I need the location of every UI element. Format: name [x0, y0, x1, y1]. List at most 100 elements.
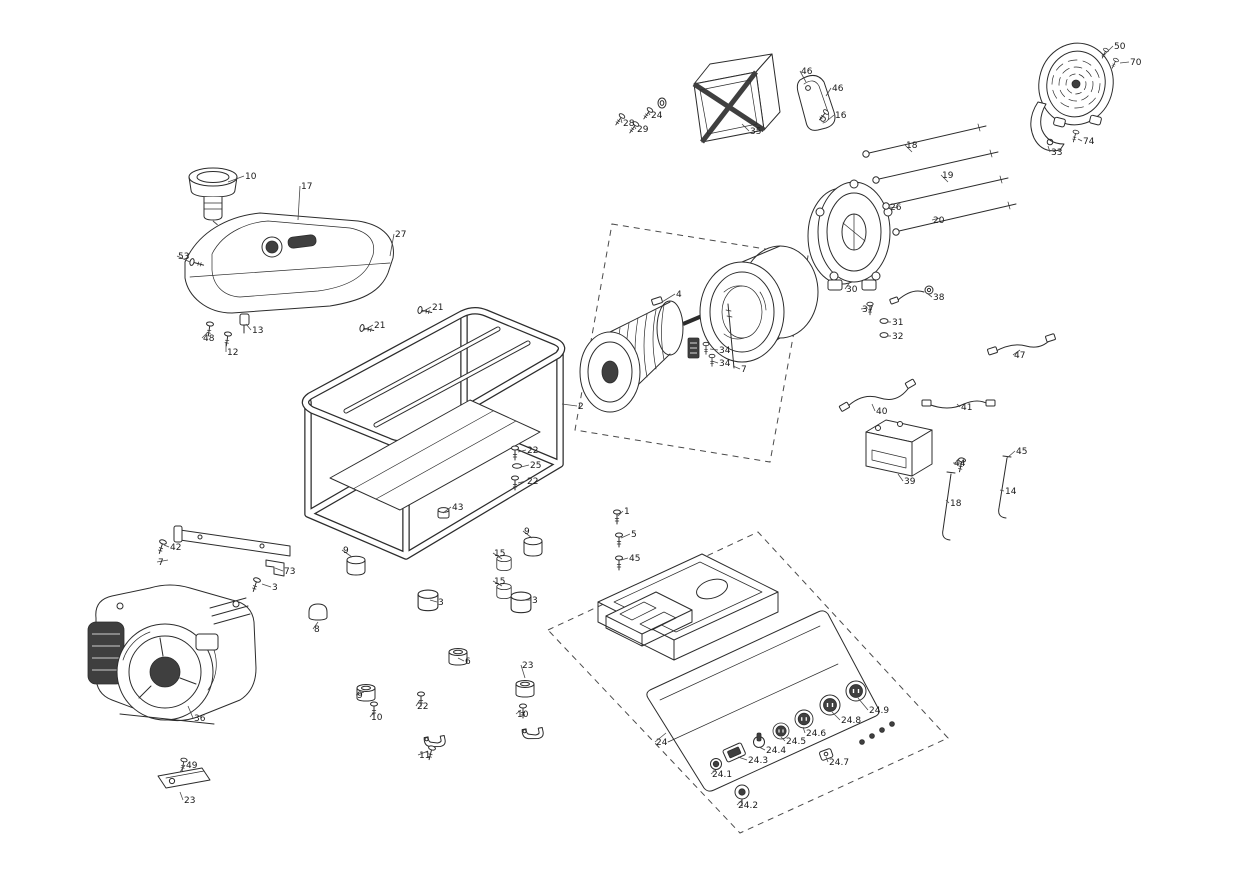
callout-47: 47	[1014, 351, 1025, 361]
callout-24.9: 24.9	[869, 706, 889, 716]
callout-leader	[931, 217, 941, 221]
callout-leader	[904, 144, 913, 153]
callout-leader	[355, 691, 365, 696]
callout-leader	[187, 705, 194, 719]
callout-leader	[736, 799, 743, 806]
callout-leader	[711, 360, 719, 364]
rods	[942, 455, 1012, 541]
callout-39: 39	[904, 477, 916, 487]
callout-24.7: 24.7	[829, 758, 849, 768]
callout-1: 1	[624, 507, 630, 517]
callout-35: 35	[750, 127, 761, 137]
callout-leader	[758, 746, 766, 751]
callout-leader	[245, 323, 252, 331]
callout-24: 24	[656, 738, 668, 748]
end-cover-hardware	[866, 285, 934, 338]
callout-24.2: 24.2	[738, 801, 758, 811]
callout-leader	[827, 114, 835, 121]
air-box	[612, 53, 781, 144]
j-bracket	[1030, 101, 1080, 152]
callout-21: 21	[432, 303, 443, 313]
callout-46: 46	[801, 67, 813, 77]
fuel-tank	[184, 212, 394, 347]
callout-leader	[999, 489, 1005, 492]
callout-leader	[520, 664, 526, 679]
callout-25: 25	[530, 461, 541, 471]
rotor-stator-group	[574, 223, 819, 463]
callout-45: 45	[629, 554, 640, 564]
callout-leader	[156, 559, 169, 563]
callout-38: 38	[933, 293, 945, 303]
small-bracket	[157, 757, 211, 789]
callout-24.8: 24.8	[841, 716, 861, 726]
callout-leader	[227, 175, 245, 183]
callout-14: 14	[1005, 487, 1017, 497]
callout-leader	[737, 756, 748, 761]
fan-cover	[1038, 42, 1120, 128]
hook-bracket	[796, 75, 836, 131]
wire-harnesses	[838, 333, 1056, 412]
end-cover	[807, 179, 893, 291]
callout-leader	[417, 750, 429, 756]
callout-leader	[860, 307, 869, 310]
callout-leader	[732, 365, 741, 370]
callout-24.6: 24.6	[806, 729, 826, 739]
callout-leader	[633, 125, 637, 130]
panel-loose-parts	[734, 748, 834, 807]
callout-leader	[825, 756, 829, 763]
callout-31: 31	[892, 318, 903, 328]
callout-23: 23	[184, 796, 195, 806]
callout-18: 18	[906, 141, 918, 151]
callout-27: 27	[395, 230, 406, 240]
callout-20: 20	[933, 216, 945, 226]
callout-leader	[297, 185, 301, 221]
callout-73: 73	[284, 567, 295, 577]
callout-leader	[1101, 45, 1114, 58]
callout-leader	[515, 709, 522, 715]
control-panel-group	[547, 531, 949, 834]
callout-30: 30	[846, 285, 858, 295]
callout-leader	[831, 711, 841, 721]
callout-leader	[341, 549, 353, 558]
callout-leader	[888, 206, 899, 209]
callout-leader	[520, 464, 530, 468]
callout-leader	[897, 473, 904, 482]
callout-9: 9	[343, 546, 349, 556]
callout-11: 11	[419, 751, 430, 761]
callout-24.4: 24.4	[766, 746, 786, 756]
callout-leader	[429, 599, 438, 603]
callout-40: 40	[876, 407, 888, 417]
callout-21: 21	[374, 321, 385, 331]
callout-leader	[1077, 138, 1083, 142]
callout-2: 2	[578, 402, 584, 412]
callout-leader	[179, 791, 184, 801]
callout-22: 22	[527, 477, 538, 487]
callout-50: 50	[1114, 42, 1126, 52]
callout-49: 49	[186, 761, 198, 771]
callout-19: 19	[942, 171, 954, 181]
callout-18: 18	[950, 499, 962, 509]
callout-36: 36	[194, 714, 206, 724]
callout-74: 74	[1083, 137, 1095, 147]
callout-23: 23	[522, 661, 533, 671]
callout-leader	[363, 324, 374, 331]
brush-terminal	[687, 337, 700, 359]
stator	[699, 245, 819, 363]
support-bracket-bar	[155, 525, 291, 593]
rubber-feet	[308, 536, 545, 761]
callout-leader	[661, 293, 676, 303]
callout-leader	[442, 506, 452, 514]
through-bolts	[862, 123, 1017, 236]
callout-leader	[457, 657, 465, 662]
callout-leader	[710, 769, 717, 775]
callout-leader	[799, 70, 807, 83]
callout-32: 32	[892, 332, 903, 342]
callout-5: 5	[631, 530, 637, 540]
callout-24.3: 24.3	[748, 756, 768, 766]
callout-15: 15	[494, 577, 505, 587]
callout-leader	[620, 557, 629, 561]
callout-70: 70	[1130, 58, 1142, 68]
callout-34: 34	[719, 346, 731, 356]
callout-16: 16	[835, 111, 847, 121]
